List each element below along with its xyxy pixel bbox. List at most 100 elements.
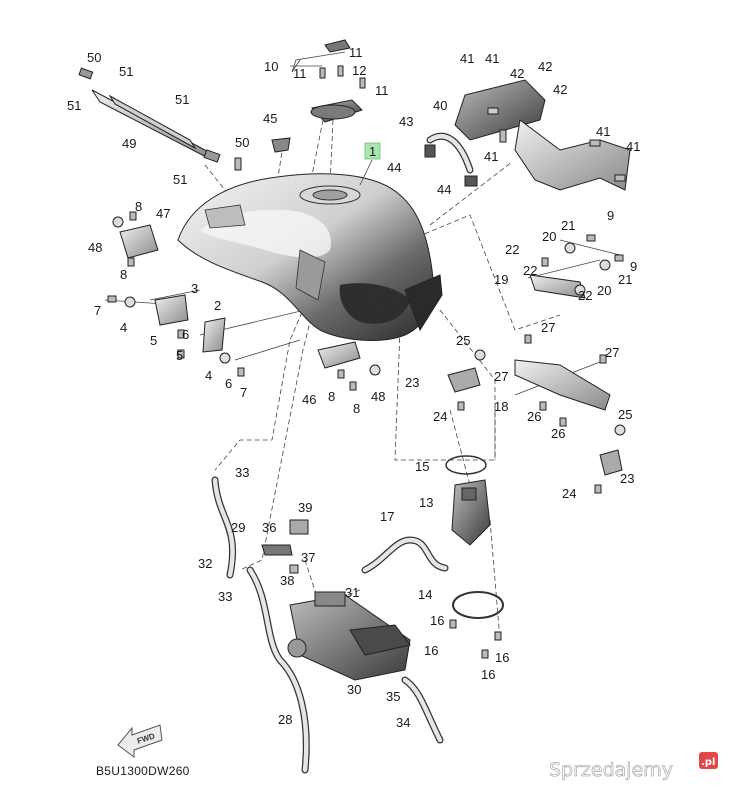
part-label: 50 bbox=[235, 135, 249, 150]
part-label: 8 bbox=[135, 199, 142, 214]
part-label: 42 bbox=[553, 82, 567, 97]
part-label: 11 bbox=[349, 45, 363, 60]
watermark: Sprzedajemy .pl bbox=[549, 752, 718, 781]
part-label: 9 bbox=[630, 259, 637, 274]
part-label: 3 bbox=[191, 281, 198, 296]
cross-bar-49 bbox=[78, 67, 242, 171]
watermark-text: Sprzedajemy bbox=[549, 759, 673, 781]
part-1-highlight: 1 bbox=[359, 142, 381, 186]
part-label: 22 bbox=[578, 288, 592, 303]
part-label: 5 bbox=[150, 333, 157, 348]
rear-bracket-40 bbox=[454, 79, 631, 191]
part-label: 37 bbox=[301, 550, 315, 565]
part-label: 15 bbox=[415, 459, 429, 474]
part-label: 41 bbox=[484, 149, 498, 164]
part-label: 11 bbox=[375, 83, 389, 98]
bracket-47 bbox=[112, 211, 159, 267]
part-label: 4 bbox=[205, 368, 212, 383]
bracket-36-39 bbox=[261, 519, 309, 574]
part-label: 32 bbox=[198, 556, 212, 571]
part-label: 8 bbox=[120, 267, 127, 282]
part-label: 35 bbox=[386, 689, 400, 704]
part-label: 49 bbox=[122, 136, 136, 151]
hose-34 bbox=[401, 676, 444, 744]
part-labels: 2 3 4 4 5 5 6 6 7 7 8 8 8 8 9 9 10 11 11… bbox=[67, 45, 640, 730]
part-label: 25 bbox=[618, 407, 632, 422]
part-label: 51 bbox=[119, 64, 133, 79]
part-label: 34 bbox=[396, 715, 410, 730]
part-label: 2 bbox=[214, 298, 221, 313]
part-label: 48 bbox=[88, 240, 102, 255]
part-label: 8 bbox=[328, 389, 335, 404]
fuel-pump-13 bbox=[445, 455, 504, 659]
part-label: 27 bbox=[605, 345, 619, 360]
part-label: 40 bbox=[433, 98, 447, 113]
part-label: 6 bbox=[182, 327, 189, 342]
part-label: 39 bbox=[298, 500, 312, 515]
part-label: 42 bbox=[510, 66, 524, 81]
part-label: 14 bbox=[418, 587, 432, 602]
part-label: 22 bbox=[505, 242, 519, 257]
part-label: 23 bbox=[405, 375, 419, 390]
part-label: 25 bbox=[456, 333, 470, 348]
part-label: 27 bbox=[541, 320, 555, 335]
part-label: 16 bbox=[430, 613, 444, 628]
part-label: 47 bbox=[156, 206, 170, 221]
part-1-label: 1 bbox=[369, 144, 376, 159]
part-label: 6 bbox=[225, 376, 232, 391]
part-label: 48 bbox=[371, 389, 385, 404]
part-label: 11 bbox=[293, 66, 307, 81]
part-label: 44 bbox=[437, 182, 451, 197]
part-label: 16 bbox=[481, 667, 495, 682]
part-label: 18 bbox=[494, 399, 508, 414]
part-label: 21 bbox=[618, 272, 632, 287]
hose-43 bbox=[424, 132, 478, 187]
part-label: 51 bbox=[67, 98, 81, 113]
part-label: 7 bbox=[240, 385, 247, 400]
part-label: 7 bbox=[94, 303, 101, 318]
part-label: 41 bbox=[460, 51, 474, 66]
fuel-cap-assembly bbox=[310, 39, 366, 123]
part-label: 21 bbox=[561, 218, 575, 233]
part-label: 9 bbox=[607, 208, 614, 223]
part-label: 31 bbox=[345, 585, 359, 600]
part-label: 5 bbox=[176, 348, 183, 363]
part-label: 23 bbox=[620, 471, 634, 486]
hose-28 bbox=[246, 566, 310, 774]
part-label: 22 bbox=[523, 263, 537, 278]
bracket-46 bbox=[317, 341, 381, 391]
canister-30 bbox=[287, 591, 411, 681]
part-label: 12 bbox=[352, 63, 366, 78]
part-label: 51 bbox=[175, 92, 189, 107]
bracket-45 bbox=[271, 137, 291, 153]
part-label: 41 bbox=[485, 51, 499, 66]
part-label: 41 bbox=[596, 124, 610, 139]
part-label: 29 bbox=[231, 520, 245, 535]
part-label: 10 bbox=[264, 59, 278, 74]
part-label: 46 bbox=[302, 392, 316, 407]
part-label: 33 bbox=[235, 465, 249, 480]
part-label: 33 bbox=[218, 589, 232, 604]
diagram-code: B5U1300DW260 bbox=[96, 764, 190, 778]
part-label: 17 bbox=[380, 509, 394, 524]
part-label: 19 bbox=[494, 272, 508, 287]
bracket-19 bbox=[529, 234, 624, 299]
part-label: 38 bbox=[280, 573, 294, 588]
part-label: 16 bbox=[424, 643, 438, 658]
part-label: 24 bbox=[433, 409, 447, 424]
part-label: 24 bbox=[562, 486, 576, 501]
bracket-2 bbox=[177, 317, 245, 377]
bracket-18 bbox=[447, 334, 626, 494]
part-label: 26 bbox=[551, 426, 565, 441]
part-label: 44 bbox=[387, 160, 401, 175]
part-label: 20 bbox=[542, 229, 556, 244]
part-label: 4 bbox=[120, 320, 127, 335]
part-label: 41 bbox=[626, 139, 640, 154]
part-label: 16 bbox=[495, 650, 509, 665]
part-label: 51 bbox=[173, 172, 187, 187]
part-label: 8 bbox=[353, 401, 360, 416]
part-label: 13 bbox=[419, 495, 433, 510]
watermark-badge: .pl bbox=[701, 757, 715, 768]
part-label: 20 bbox=[597, 283, 611, 298]
